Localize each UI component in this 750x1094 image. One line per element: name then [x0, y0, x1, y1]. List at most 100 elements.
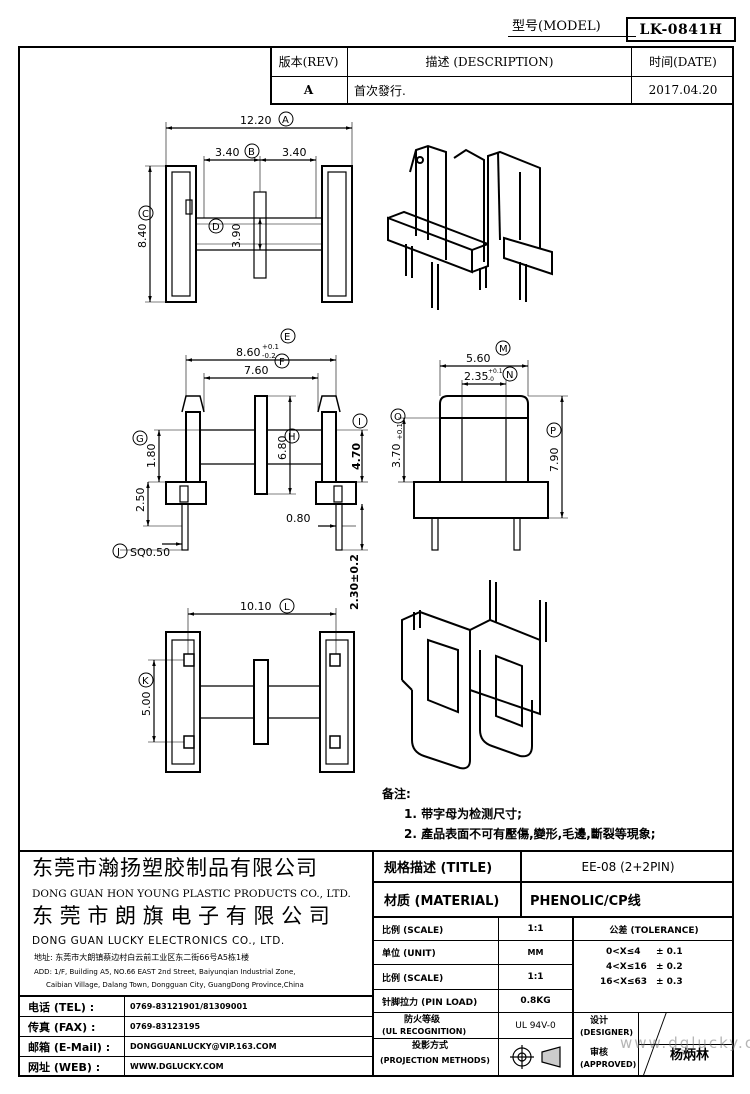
- dim-b2: 3.40: [282, 146, 307, 159]
- tol-range-2: 4<X≤16: [606, 962, 647, 972]
- svg-text:A: A: [282, 115, 289, 126]
- email-label: 邮箱 (E-Mail) :: [28, 1040, 111, 1054]
- designer-label-1: 设计: [590, 1016, 609, 1026]
- pin-load-label: 针脚拉力 (PIN LOAD): [382, 997, 478, 1008]
- dim-b: 3.40: [215, 146, 240, 159]
- bottom-view: [148, 608, 355, 773]
- svg-text:H: H: [288, 432, 296, 443]
- dim-i: 4.70: [350, 443, 363, 470]
- label-n: N: [502, 366, 518, 382]
- svg-text:E: E: [284, 332, 290, 343]
- svg-text:L: L: [284, 602, 290, 613]
- pin-load-value: 0.8KG: [520, 996, 551, 1006]
- tol-value-3: ± 0.3: [656, 977, 683, 987]
- label-l: L: [279, 598, 295, 614]
- label-g: G: [132, 430, 148, 446]
- dim-o-tol: +0.1: [396, 423, 404, 440]
- dim-p: 7.90: [548, 448, 561, 473]
- watermark: www.dglucky.com: [620, 1034, 750, 1052]
- dim-pin-w: 0.80: [286, 512, 311, 525]
- svg-text:O: O: [394, 412, 402, 423]
- rev-value: A: [303, 83, 314, 97]
- title-value: EE-08 (2+2PIN): [581, 859, 675, 874]
- dim-m: 5.60: [466, 352, 491, 365]
- scale-value: 1:1: [527, 924, 544, 934]
- web-label: 网址 (WEB) :: [28, 1060, 101, 1074]
- company-name-cn-1: 东莞市瀚扬塑胶制品有限公司: [32, 856, 318, 880]
- unit-value: MM: [527, 948, 544, 957]
- email-value: DONGGUANLUCKY@VIP.163.COM: [130, 1042, 277, 1051]
- tol-range-3: 16<X≤63: [600, 977, 648, 987]
- dim-pin-h: 2.50: [134, 488, 147, 513]
- svg-text:K: K: [142, 676, 149, 687]
- scale-label: 比例 (SCALE): [382, 925, 444, 936]
- svg-text:F: F: [279, 357, 285, 368]
- svg-text:M: M: [499, 344, 508, 355]
- dim-h: 6.80: [276, 436, 289, 461]
- company-name-cn-2: 东 莞 市 朗 旗 电 子 有 限 公 司: [32, 904, 330, 928]
- fire-value: UL 94V-0: [515, 1020, 556, 1031]
- spec-table: 规格描述 (TITLE) EE-08 (2+2PIN) 材质 (MATERIAL…: [374, 852, 750, 1077]
- notes-title: 备注:: [382, 787, 411, 801]
- label-m: M: [495, 340, 511, 356]
- label-o: O: [390, 408, 406, 424]
- desc-header: 描述 (DESCRIPTION): [425, 54, 554, 69]
- dim-n-tol-top: +0.1: [488, 368, 503, 375]
- svg-text:J: J: [116, 547, 120, 558]
- approved-value: 杨炳林: [670, 1048, 710, 1063]
- material-value: PHENOLIC/CP线: [530, 894, 641, 909]
- label-p: P: [546, 422, 562, 438]
- title-label: 规格描述 (TITLE): [384, 861, 493, 876]
- technical-drawing: 12.20 3.40 3.40 8.40 3.90 8.60 +0.1 -0.2…: [112, 111, 568, 773]
- scale2-value: 1:1: [527, 972, 544, 982]
- projection-label-1: 投影方式: [412, 1041, 449, 1051]
- tolerance-label: 公差 (TOLERANCE): [609, 925, 699, 936]
- contact-table: 电话 (TEL) : 0769-83121901/81309001 传真 (FA…: [18, 995, 374, 1077]
- front-view: [120, 355, 368, 551]
- svg-text:G: G: [136, 434, 144, 445]
- desc-value: 首次發行.: [354, 83, 406, 98]
- projection-label-2: (PROJECTION METHODS): [380, 1056, 490, 1065]
- dim-f: 7.60: [244, 364, 269, 377]
- scale2-label: 比例 (SCALE): [382, 973, 444, 984]
- rev-header: 版本(REV): [278, 54, 339, 69]
- side-view: [398, 360, 568, 551]
- note-1: 1. 带字母为检测尺寸;: [404, 807, 522, 821]
- company-name-en-1: DONG GUAN HON YOUNG PLASTIC PRODUCTS CO.…: [32, 888, 351, 900]
- dim-k: 5.00: [140, 692, 153, 717]
- svg-text:B: B: [248, 147, 255, 158]
- unit-label: 单位 (UNIT): [382, 949, 436, 959]
- fax-value: 0769-83123195: [130, 1022, 201, 1031]
- label-i: I: [352, 413, 368, 429]
- label-e: E: [280, 328, 296, 344]
- label-h: H: [284, 428, 300, 444]
- circled-labels: A B C D E F G H I J K L M N O P: [112, 111, 562, 688]
- label-f: F: [274, 353, 290, 369]
- dim-n: 2.35: [464, 370, 489, 383]
- tel-value: 0769-83121901/81309001: [130, 1002, 248, 1011]
- model-label: 型号(MODEL): [512, 19, 601, 34]
- dim-e-tol-top: +0.1: [262, 343, 279, 351]
- dim-e-tol-bot: -0.2: [262, 352, 276, 360]
- iso-view-top: [387, 144, 553, 310]
- company-addr-cn: 地址: 东莞市大朗镇蔡边村白云前工业区东二街66号A5栋1楼: [34, 953, 250, 962]
- revision-table: 版本(REV) 描述 (DESCRIPTION) 时间(DATE) A 首次發行…: [270, 46, 734, 105]
- dim-j: SQ0.50: [130, 546, 170, 559]
- label-b: B: [244, 143, 260, 159]
- svg-text:I: I: [358, 417, 361, 428]
- approved-label-2: (APPROVED): [580, 1060, 637, 1069]
- tel-label: 电话 (TEL) :: [28, 1000, 95, 1014]
- model-value: LK-0841H: [639, 21, 723, 38]
- drawing-frame: [18, 46, 734, 1077]
- fire-label-1: 防火等级: [404, 1015, 441, 1025]
- dim-o: 3.70: [390, 444, 403, 469]
- label-j: J: [112, 543, 128, 559]
- dim-pin-len: 2.30±0.2: [348, 554, 361, 610]
- company-addr-en-1: ADD: 1/F, Building A5, NO.66 EAST 2nd St…: [34, 968, 296, 976]
- note-2: 2. 產品表面不可有壓傷,變形,毛邊,斷裂等現象;: [404, 827, 656, 841]
- svg-text:P: P: [550, 426, 556, 437]
- fire-label-2: (UL RECOGNITION): [382, 1027, 467, 1036]
- dim-c: 8.40: [136, 224, 149, 249]
- date-value: 2017.04.20: [648, 83, 718, 97]
- material-label: 材质 (MATERIAL): [384, 894, 500, 909]
